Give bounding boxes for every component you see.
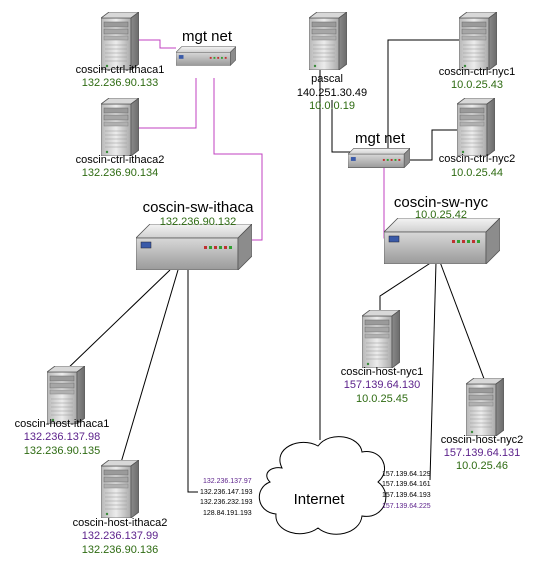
ithaca-uplink-ip-3: 132.236.232.193 (200, 499, 253, 506)
ctrl-ithaca2-ip: 132.236.90.134 (81, 167, 159, 179)
server-ctrl-nyc1-icon (459, 12, 497, 70)
link-sw-ithaca-internet (187, 270, 198, 493)
switch-sw-nyc-icon (384, 218, 500, 264)
server-ctrl-ithaca1-icon (101, 12, 139, 70)
host-nyc1-ip-pub: 157.139.64.130 (343, 379, 421, 391)
link-ctrl-nyc1-mgt (387, 39, 459, 150)
ctrl-nyc1-name: coscin-ctrl-nyc1 (438, 66, 516, 78)
host-nyc2-ip-pub: 157.139.64.131 (443, 447, 521, 459)
link-sw-ithaca-host1 (63, 269, 171, 373)
server-ctrl-nyc2-icon (457, 98, 495, 156)
server-pascal-icon (309, 12, 347, 70)
ithaca-uplink-ip-2: 132.236.147.193 (200, 489, 253, 496)
link-sw-nyc-host1 (379, 261, 433, 318)
ctrl-ithaca2-name: coscin-ctrl-ithaca2 (75, 154, 165, 166)
host-ithaca2-ip-mgt: 132.236.90.136 (81, 544, 159, 556)
link-sw-ithaca-mgt (213, 78, 263, 241)
server-ctrl-ithaca2-icon (101, 98, 139, 156)
link-sw-nyc-internet (429, 261, 437, 481)
link-sw-nyc-host2 (439, 261, 487, 385)
switch-mgt-ithaca-icon (176, 46, 236, 66)
link-pascal-mgt (331, 100, 352, 153)
link-ctrl-ithaca2-mgt (139, 78, 197, 129)
host-nyc2-name: coscin-host-nyc2 (440, 434, 524, 446)
ctrl-nyc1-ip: 10.0.25.43 (451, 79, 503, 91)
nyc-mgt-net-label: mgt net (354, 130, 406, 147)
server-host-ithaca2-icon (101, 460, 139, 518)
host-ithaca2-ip-pub: 132.236.137.99 (81, 530, 159, 542)
host-nyc1-ip-mgt: 10.0.25.45 (356, 393, 408, 405)
switch-mgt-nyc-icon (348, 148, 410, 168)
nyc-uplink-ip-3: 157.139.64.193 (382, 492, 431, 499)
pascal-ip-pub: 140.251.30.49 (296, 87, 368, 99)
host-ithaca1-ip-pub: 132.236.137.98 (23, 431, 101, 443)
ctrl-nyc2-name: coscin-ctrl-nyc2 (438, 153, 516, 165)
nyc-uplink-ip-4: 157.139.64.225 (382, 503, 431, 510)
sw-nyc-ip: 10.0.25.42 (415, 209, 467, 221)
nyc-uplink-ip-2: 157.139.64.161 (382, 481, 431, 488)
host-nyc1-name: coscin-host-nyc1 (340, 366, 424, 378)
sw-ithaca-name: coscin-sw-ithaca (142, 199, 254, 216)
ithaca-uplink-ip-1: 132.236.137.97 (203, 478, 252, 485)
pascal-ip-priv: 10.0.0.19 (309, 100, 355, 112)
server-host-nyc1-icon (362, 310, 400, 368)
switch-sw-ithaca-icon (136, 224, 252, 270)
data-links (63, 70, 487, 493)
server-host-nyc2-icon (466, 378, 504, 436)
ithaca-uplink-ip-4: 128.84.191.193 (203, 510, 252, 517)
internet-cloud-icon (259, 436, 387, 535)
sw-ithaca-ip: 132.236.90.132 (159, 216, 237, 228)
sw-nyc-name: coscin-sw-nyc (393, 194, 489, 211)
link-ctrl-nyc2-mgt (410, 129, 457, 161)
pascal-name: pascal (311, 73, 343, 85)
nyc-uplink-ip-1: 157.139.64.129 (382, 471, 431, 478)
ithaca-mgt-net-label: mgt net (181, 28, 233, 45)
server-host-ithaca1-icon (47, 366, 85, 424)
host-ithaca1-name: coscin-host-ithaca1 (14, 418, 110, 430)
host-ithaca2-name: coscin-host-ithaca2 (72, 517, 168, 529)
host-nyc2-ip-mgt: 10.0.25.46 (456, 460, 508, 472)
ithaca-mgt-links (139, 39, 263, 241)
host-ithaca1-ip-mgt: 132.236.90.135 (23, 445, 101, 457)
internet-label: Internet (293, 491, 345, 508)
ctrl-ithaca1-ip: 132.236.90.133 (81, 77, 159, 89)
ctrl-ithaca1-name: coscin-ctrl-ithaca1 (75, 64, 165, 76)
link-sw-ithaca-host2 (119, 269, 179, 467)
link-ctrl-ithaca1-mgt (139, 39, 176, 49)
ctrl-nyc2-ip: 10.0.25.44 (451, 167, 503, 179)
